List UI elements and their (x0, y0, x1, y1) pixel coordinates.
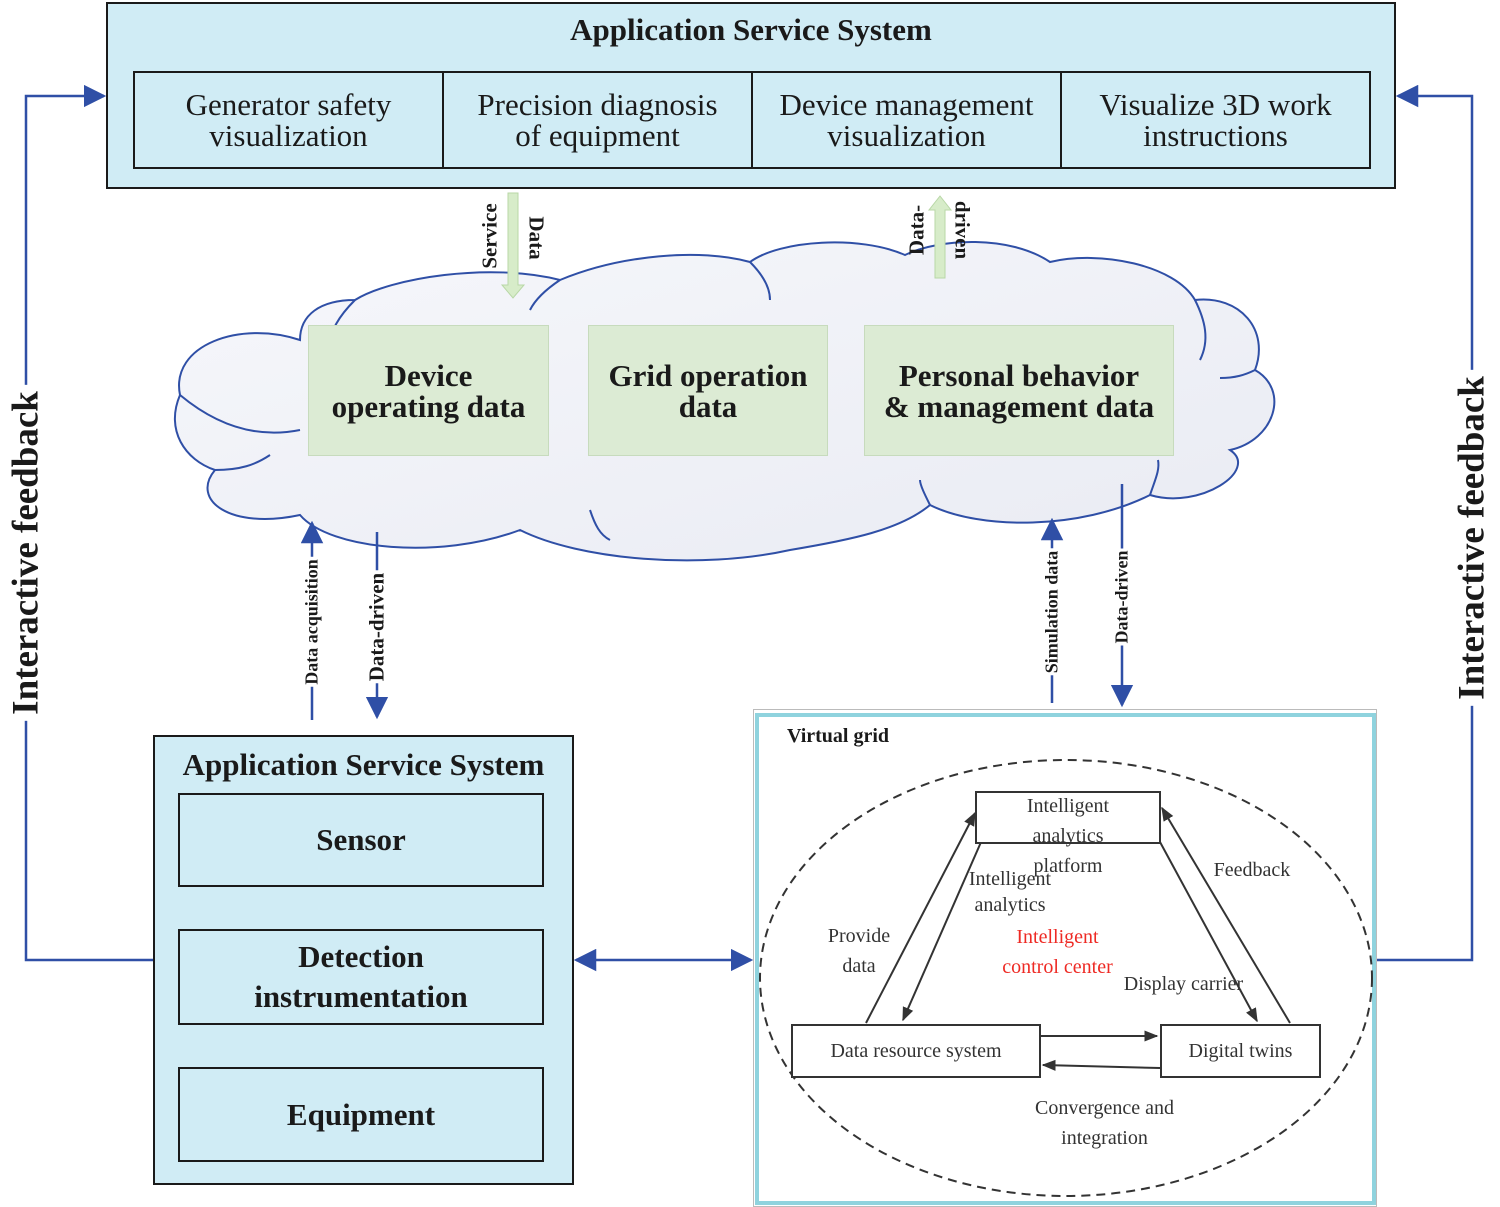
equipment-box: Equipment (178, 1067, 544, 1162)
convergence-integration-label: Convergence and integration (1034, 1097, 1175, 1149)
provide-data-label: Provide data (827, 925, 891, 977)
data-resource-system-box: Data resource system (791, 1024, 1041, 1078)
bottom-application-service-system: Application Service System Sensor Detect… (153, 735, 574, 1185)
top-system-title: Application Service System (570, 12, 932, 47)
feedback-label: Feedback (1213, 859, 1291, 881)
service-data-arrow (500, 192, 526, 299)
top-application-service-system: Application Service System Generator saf… (106, 2, 1396, 189)
intelligent-control-center-label: Intelligent control center (1002, 926, 1113, 978)
sensor-box: Sensor (178, 793, 544, 887)
personal-behavior-data-box: Personal behavior& management data (864, 325, 1174, 456)
digital-twins-box: Digital twins (1160, 1024, 1321, 1078)
bottom-system-title: Application Service System (182, 747, 545, 782)
display-carrier-label: Display carrier (1123, 973, 1244, 995)
intelligent-analytics-label: Intelligent analytics (968, 868, 1052, 916)
intelligent-analytics-platform-box: Intelligent analytics platform (975, 791, 1161, 877)
virtual-grid-title: Virtual grid (787, 725, 890, 747)
data-driven-up-arrow (927, 195, 953, 279)
